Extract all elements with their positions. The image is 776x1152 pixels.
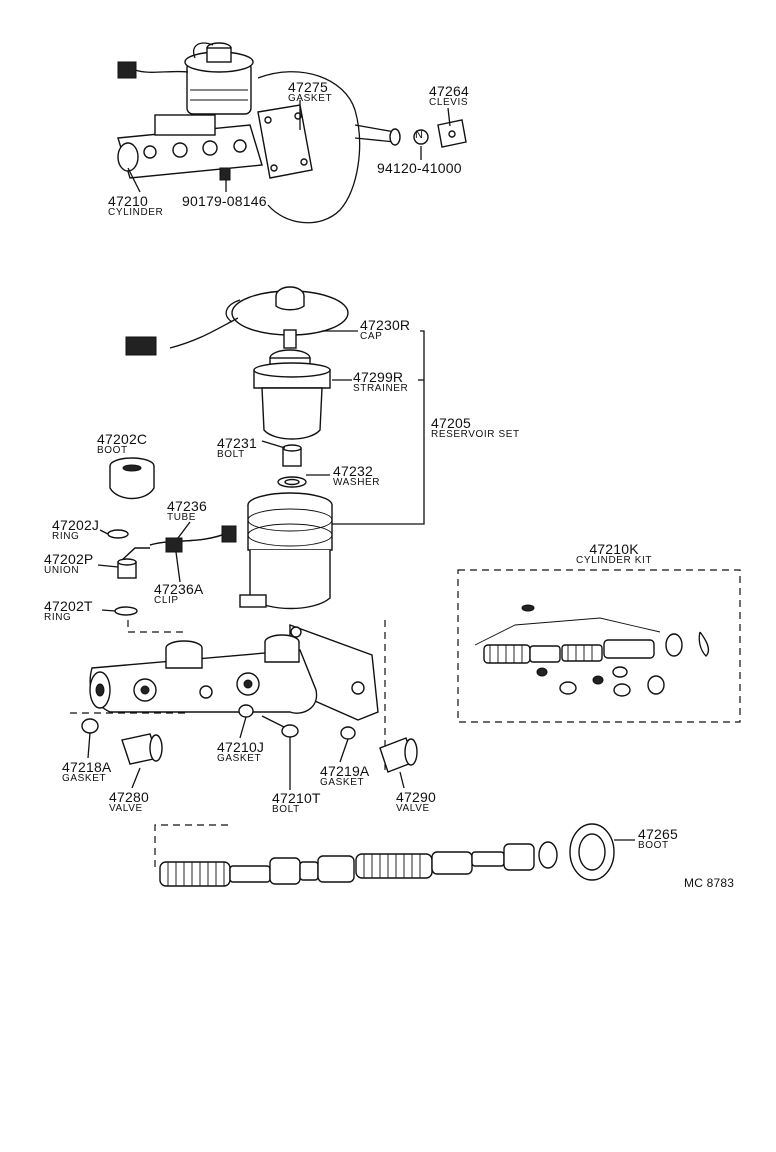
- part-label-90179-08146: 90179-08146: [182, 194, 267, 208]
- part-name: BOLT: [217, 449, 245, 460]
- part-name: STRAINER: [353, 383, 409, 394]
- part-label-47202J: 47202J RING: [52, 518, 99, 542]
- main-cylinder-illustration: [70, 620, 418, 773]
- part-label-47230R: 47230R CAP: [360, 318, 410, 342]
- part-name: RESERVOIR SET: [431, 429, 520, 440]
- nut-marker: N: [415, 129, 423, 141]
- part-label-47219A: 47219A GASKET: [320, 764, 369, 788]
- part-name: CYLINDER KIT: [576, 555, 653, 566]
- part-number: 47280: [109, 789, 149, 805]
- part-number: 47290: [396, 789, 436, 805]
- part-number: 47232: [333, 463, 373, 479]
- part-label-47236A: 47236A CLIP: [154, 582, 203, 606]
- part-number: 47202J: [52, 517, 100, 533]
- part-name: CAP: [360, 331, 383, 342]
- part-name: GASKET: [288, 93, 333, 104]
- part-name: RING: [52, 531, 80, 542]
- part-name: WASHER: [333, 477, 381, 488]
- part-name: GASKET: [217, 753, 262, 764]
- part-number: 47265: [638, 826, 678, 842]
- part-label-47231: 47231 BOLT: [217, 436, 257, 460]
- part-number: 47205: [431, 415, 471, 431]
- part-name: RING: [44, 612, 72, 623]
- part-number: 47264: [429, 83, 469, 99]
- part-number: 47219A: [320, 763, 370, 779]
- part-number: 47230R: [360, 317, 411, 333]
- part-number: 47210T: [272, 790, 321, 806]
- part-name: CLEVIS: [429, 97, 469, 108]
- part-number: 47210J: [217, 739, 265, 755]
- part-name: CYLINDER: [108, 207, 164, 218]
- part-name: GASKET: [320, 777, 365, 788]
- part-label-47210T: 47210T BOLT: [272, 791, 321, 815]
- part-label-47232: 47232 WASHER: [333, 464, 380, 488]
- part-name: GASKET: [62, 773, 107, 784]
- top-assembly-illustration: [117, 42, 467, 224]
- part-number: 47236: [167, 498, 207, 514]
- part-number: 47299R: [353, 369, 404, 385]
- part-number: 47202C: [97, 431, 148, 447]
- part-number: 47236A: [154, 581, 204, 597]
- part-number: 47231: [217, 435, 257, 451]
- part-label-47218A: 47218A GASKET: [62, 760, 111, 784]
- part-number: 47202P: [44, 551, 94, 567]
- part-label-94120-41000: 94120-41000: [377, 161, 462, 175]
- part-label-47210K: 47210K CYLINDER KIT: [576, 542, 652, 566]
- cylinder-kit-illustration: [457, 569, 741, 723]
- part-name: TUBE: [167, 512, 197, 523]
- part-label-47236: 47236 TUBE: [167, 499, 207, 523]
- part-name: CLIP: [154, 595, 179, 606]
- reservoir-group-illustration: [107, 286, 349, 616]
- part-name: BOOT: [97, 445, 128, 456]
- diagram-code: MC 8783: [684, 876, 735, 890]
- part-label-47290: 47290 VALVE: [396, 790, 436, 814]
- part-number: 47218A: [62, 759, 112, 775]
- piston-assembly-illustration: [154, 823, 615, 887]
- part-number: 47202T: [44, 598, 93, 614]
- part-label-47299R: 47299R STRAINER: [353, 370, 408, 394]
- part-label-47280: 47280 VALVE: [109, 790, 149, 814]
- part-name: VALVE: [396, 803, 430, 814]
- part-label-47264: 47264 CLEVIS: [429, 84, 469, 108]
- part-label-47275: 47275 GASKET: [288, 80, 332, 104]
- part-name: BOOT: [638, 840, 669, 851]
- part-label-47210: 47210 CYLINDER: [108, 194, 163, 218]
- part-name: UNION: [44, 565, 80, 576]
- part-number: 90179-08146: [182, 193, 267, 209]
- part-name: VALVE: [109, 803, 143, 814]
- part-label-47202T: 47202T RING: [44, 599, 93, 623]
- part-number: 47210: [108, 193, 148, 209]
- part-label-47265: 47265 BOOT: [638, 827, 678, 851]
- part-label-47202C: 47202C BOOT: [97, 432, 147, 456]
- leader-lines: [87, 100, 635, 841]
- part-label-47210J: 47210J GASKET: [217, 740, 264, 764]
- part-label-47202P: 47202P UNION: [44, 552, 93, 576]
- part-number: 47210K: [589, 541, 639, 557]
- part-name: BOLT: [272, 804, 300, 815]
- part-label-47205: 47205 RESERVOIR SET: [431, 416, 520, 440]
- part-number: 94120-41000: [377, 160, 462, 176]
- part-number: 47275: [288, 79, 328, 95]
